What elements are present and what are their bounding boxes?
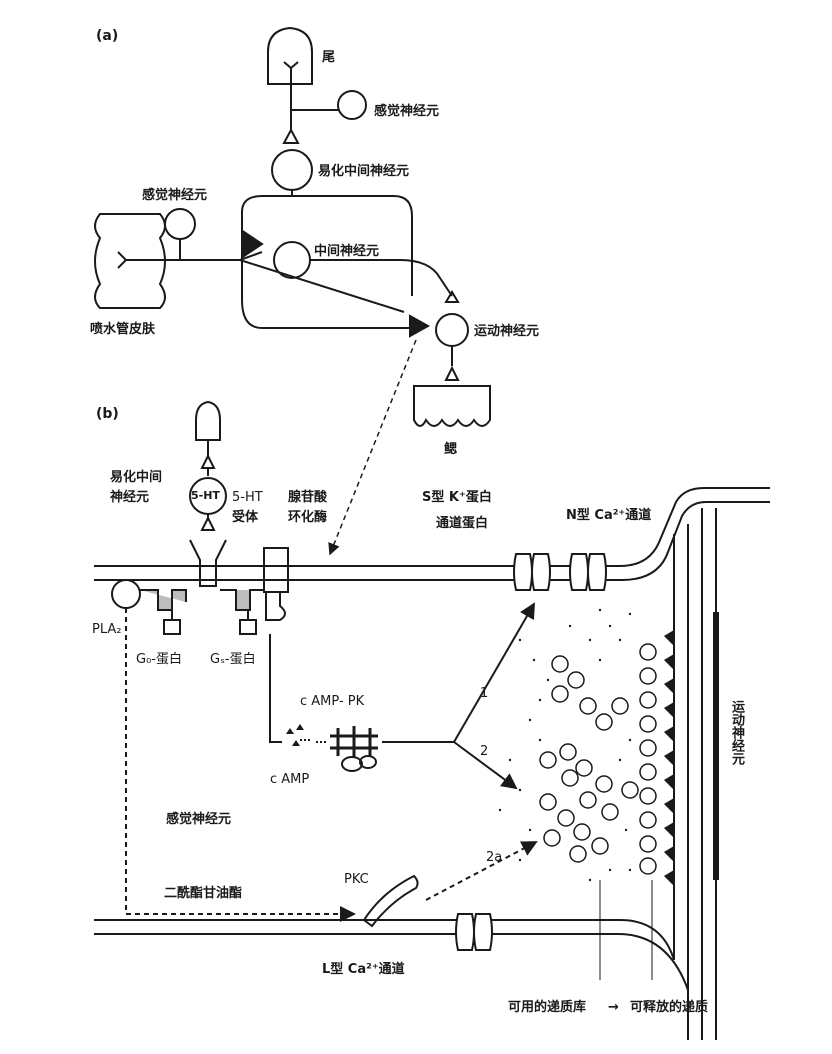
tail-synapse-triangle (282, 110, 300, 144)
facilitating-interneuron-top-b (195, 400, 221, 441)
camp-pk (330, 726, 378, 758)
sensory-neuron-soma-a (164, 208, 196, 240)
camp-pk-subunit (341, 756, 363, 772)
active-zones (664, 630, 674, 886)
gill-shape (413, 385, 491, 427)
vesicles (539, 643, 657, 875)
tail-sensory-ending (283, 61, 299, 110)
camp-molecules (286, 724, 304, 746)
arrow-path-1 (382, 602, 536, 743)
camp-pk-label: c AMP- PK (300, 694, 365, 709)
5ht-receptor-label-2: 受体 (232, 510, 259, 525)
terminal-facilitation (243, 235, 260, 253)
membrane-bottom-outer (94, 919, 675, 961)
facilitating-interneuron-label: 易化中间神经元 (318, 164, 410, 179)
sensory-to-motor-line (239, 259, 405, 313)
path-2a-label: 2a (486, 850, 503, 865)
panel-a-label: (a) (96, 28, 119, 44)
s-k-channel-label-1: S型 K⁺蛋白 (422, 490, 492, 505)
adenylate-cyclase (263, 547, 289, 593)
facilitating-interneuron-soma (271, 149, 313, 191)
camp-dashes (300, 739, 326, 743)
cyclase-bottom (265, 592, 286, 621)
5ht-in-neuron: 5-HT (191, 489, 220, 502)
n-ca-channel-label: N型 Ca²⁺通道 (566, 508, 652, 523)
facilitating-interneuron-axon (241, 190, 413, 296)
go-protein (140, 589, 187, 611)
facilitating-interneuron-branch (241, 232, 410, 329)
motor-neuron-soma (435, 313, 469, 347)
l-ca-channel (455, 913, 493, 951)
s-k-channel (513, 553, 551, 591)
tail-label: 尾 (322, 50, 336, 65)
motor-neuron-vertical-label: 运动神经元 (729, 700, 744, 765)
membrane-top-outer (94, 487, 770, 567)
arrow-path-2 (453, 741, 518, 790)
camp-label: c AMP (270, 772, 310, 787)
siphon-skin-label: 喷水管皮肤 (90, 322, 156, 337)
camp-line (269, 634, 282, 743)
transmitter-dots (498, 608, 632, 882)
sensory-neuron-label-b: 感觉神经元 (166, 812, 232, 827)
fac-top-triangle (200, 453, 216, 469)
zoom-pointer (328, 339, 417, 556)
tail-sensory-neuron-label: 感觉神经元 (374, 104, 440, 119)
interneuron-to-motor-triangle (444, 290, 460, 303)
5ht-receptor-label-1: 5-HT (232, 490, 263, 505)
l-ca-channel-label: L型 Ca²⁺通道 (322, 962, 405, 977)
pla2-label: PLA₂ (92, 622, 122, 637)
membrane-top-inner (94, 501, 770, 581)
path-2-label: 2 (480, 744, 489, 759)
terminal-on-motor (409, 314, 431, 338)
motor-neuron-label: 运动神经元 (474, 324, 540, 339)
diacylglycerol-label: 二酰酯甘油酯 (164, 886, 243, 901)
pla2-dashed-pathway (125, 608, 356, 922)
go-protein-subunit (163, 619, 181, 635)
panel-b-label: (b) (96, 406, 119, 422)
tail-shape (267, 26, 313, 85)
adenylate-cyclase-label-2: 环化酶 (288, 510, 328, 525)
arrow-path-2a (425, 841, 538, 901)
tail-sensory-neuron-soma (337, 90, 367, 120)
go-protein-label: G₀-蛋白 (136, 652, 182, 667)
membrane-bottom-inner (94, 933, 689, 991)
pool-arrow-label: → (608, 1000, 619, 1015)
s-k-channel-label-2: 通道蛋白 (436, 516, 489, 531)
pool-available-label: 可用的递质库 (508, 1000, 587, 1015)
fac-bottom-triangle (200, 515, 216, 531)
gs-protein-label: Gₛ-蛋白 (210, 652, 256, 667)
5ht-receptor (189, 539, 227, 587)
interneuron-label: 中间神经元 (314, 244, 380, 259)
interneuron-axon (310, 259, 453, 297)
pkc-label: PKC (344, 872, 369, 887)
facilitating-interneuron-b-label-1: 易化中间 (110, 470, 163, 485)
adenylate-cyclase-label-1: 腺苷酸 (288, 490, 328, 505)
gill-label: 鳃 (444, 442, 458, 457)
motor-neuron-axon (444, 346, 460, 381)
gs-protein-subunit (239, 619, 257, 635)
pool-releasable-label: 可释放的递质 (630, 1000, 709, 1015)
n-ca-channel (569, 553, 607, 591)
camp-pk-subunit-2 (359, 755, 377, 769)
gs-protein (220, 589, 264, 611)
pkc-shape (362, 874, 419, 928)
siphon-skin-shape (94, 213, 166, 309)
sensory-neuron-label-a: 感觉神经元 (142, 188, 208, 203)
pla2-circle (111, 579, 141, 609)
path-1-label: 1 (480, 686, 489, 701)
facilitating-interneuron-b-label-2: 神经元 (110, 490, 150, 505)
